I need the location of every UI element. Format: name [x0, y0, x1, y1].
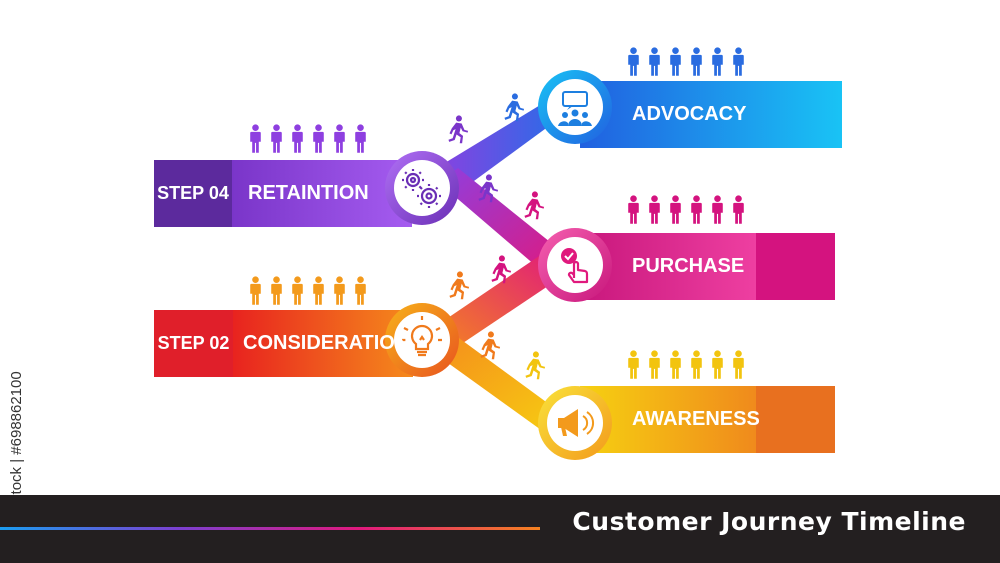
crowd-awareness — [628, 350, 744, 379]
purchase-label: PURCHASE — [632, 255, 745, 277]
crowd-retention — [250, 124, 366, 153]
lightbulb-icon — [402, 316, 442, 357]
footer-gradient-line — [0, 527, 540, 530]
megaphone-icon — [558, 409, 594, 437]
walker-icon — [448, 115, 469, 144]
gears-icon — [402, 169, 441, 208]
crowd-purchase — [628, 195, 744, 224]
awareness-label: AWARENESS — [632, 408, 760, 430]
step-02-label: STEP 02 — [157, 333, 230, 353]
retention-label: RETAINTION — [248, 182, 369, 204]
walker-icon — [525, 351, 546, 380]
walker-icon — [480, 331, 501, 360]
group-chat-icon — [558, 91, 592, 126]
connectors — [430, 96, 568, 440]
consideration-label: CONSIDERATION — [243, 332, 410, 354]
walker-icon — [449, 271, 470, 300]
step-04-label: STEP 04 — [157, 183, 229, 203]
footer-title: Customer Journey Timeline — [572, 507, 966, 536]
crowd-advocacy — [628, 47, 744, 76]
footer-bar: Customer Journey Timeline — [0, 495, 1000, 563]
crowd-consideration — [250, 276, 366, 305]
walker-icon — [524, 191, 545, 220]
hand-check-icon — [561, 248, 589, 284]
advocacy-label: ADVOCACY — [632, 103, 747, 125]
